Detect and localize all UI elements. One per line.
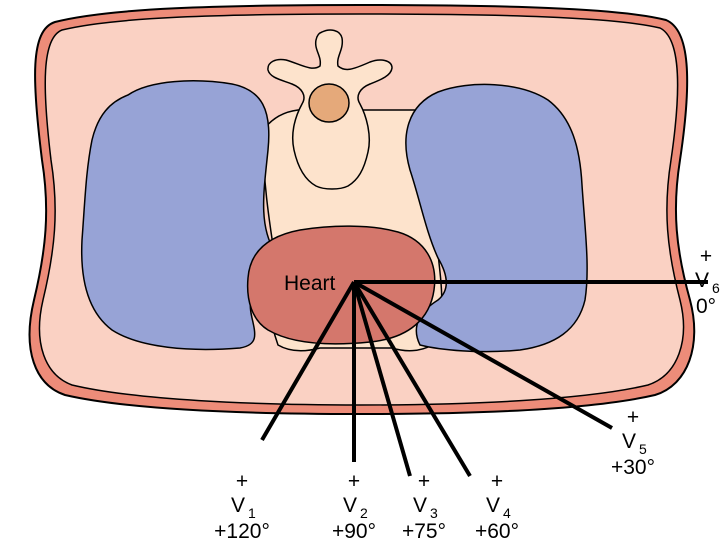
lead-name-v2: V xyxy=(343,494,357,517)
lead-plus-v5: + xyxy=(627,406,639,429)
lead-name-v6: V xyxy=(695,269,709,292)
lead-plus-v6: + xyxy=(700,245,712,268)
lead-name-v5: V xyxy=(622,430,636,453)
lead-plus-v1: + xyxy=(236,470,248,493)
right-lung xyxy=(406,84,587,351)
lead-plus-v4: + xyxy=(491,470,503,493)
lead-subscript-v4: 4 xyxy=(503,505,511,521)
lead-subscript-v2: 2 xyxy=(360,505,368,521)
lead-name-v4: V xyxy=(486,494,500,517)
lead-angle-v6: 0° xyxy=(696,295,716,318)
lead-angle-v5: +30° xyxy=(611,456,655,479)
left-lung xyxy=(82,81,275,350)
lead-name-v3: V xyxy=(413,494,427,517)
lead-subscript-v3: 3 xyxy=(430,505,438,521)
lead-plus-v2: + xyxy=(348,470,360,493)
spinal-cord xyxy=(309,84,349,122)
heart-label: Heart xyxy=(284,272,336,295)
lead-subscript-v6: 6 xyxy=(712,280,720,296)
heart xyxy=(248,226,435,344)
lead-subscript-v5: 5 xyxy=(639,441,647,457)
lead-subscript-v1: 1 xyxy=(248,505,256,521)
lead-angle-v4: +60° xyxy=(475,520,519,543)
lead-angle-v3: +75° xyxy=(402,520,446,543)
lead-angle-v1: +120° xyxy=(214,520,270,543)
lead-angle-v2: +90° xyxy=(332,520,376,543)
lead-plus-v3: + xyxy=(418,470,430,493)
lead-name-v1: V xyxy=(231,494,245,517)
